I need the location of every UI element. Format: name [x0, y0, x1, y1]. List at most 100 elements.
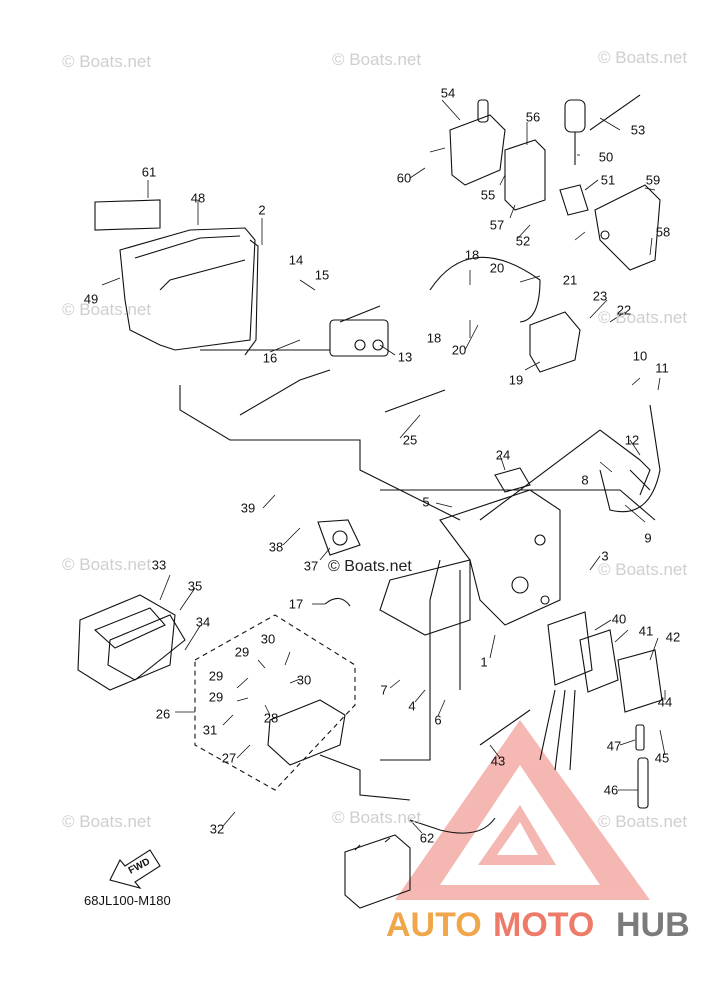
bracket-59 — [594, 184, 661, 271]
brand-text-auto: AUTO — [386, 906, 482, 944]
label-plate-61 — [94, 199, 161, 231]
watermark-text: © Boats.net — [62, 812, 152, 831]
cable-tie-43 — [479, 709, 531, 746]
part-label: 20 — [489, 260, 505, 276]
part-label: 18 — [426, 330, 442, 346]
part-label: 19 — [508, 372, 524, 388]
relay-group-26 — [194, 614, 356, 791]
part-label: 1 — [480, 654, 488, 670]
fwd-arrow-icon — [109, 849, 161, 889]
bracket-1 — [379, 489, 561, 636]
part-label: 43 — [490, 753, 506, 769]
part-label: 33 — [151, 557, 167, 573]
watermark-text: © Boats.net — [332, 50, 422, 69]
part-label: 41 — [638, 623, 654, 639]
lead-12 — [629, 459, 651, 496]
automotohub-logo-icon — [395, 720, 650, 900]
part-label: 20 — [451, 342, 467, 358]
part-label: 26 — [155, 706, 171, 722]
lead-53 — [589, 94, 641, 131]
rectifier-40 — [539, 611, 593, 771]
part-label: 44 — [657, 694, 673, 710]
part-label: 17 — [288, 596, 304, 612]
part-label: 38 — [268, 539, 284, 555]
cover-48 — [119, 227, 259, 356]
part-label: 25 — [402, 432, 418, 448]
part-label: 27 — [221, 750, 237, 766]
relay-box-28 — [267, 699, 346, 766]
clamp-17 — [324, 597, 351, 607]
part-label: 5 — [422, 494, 430, 510]
part-label: 30 — [260, 631, 276, 647]
part-label: 12 — [624, 432, 640, 448]
center-copyright: © Boats.net — [328, 558, 412, 575]
cable-tie-25 — [384, 389, 446, 413]
part-label: 30 — [296, 672, 312, 688]
brand-text-hub: HUB — [616, 906, 690, 944]
part-label: 50 — [598, 149, 614, 165]
part-label: 34 — [195, 614, 211, 630]
part-label: 13 — [397, 349, 413, 365]
leader-lines — [101, 99, 666, 834]
part-label: 21 — [562, 272, 578, 288]
part-label: 35 — [187, 578, 203, 594]
part-label: 32 — [209, 821, 225, 837]
tube-47 — [635, 724, 645, 751]
part-label: 23 — [592, 288, 608, 304]
relay-19 — [529, 311, 581, 373]
ignition-coil-54 — [449, 99, 506, 186]
watermark-text: © Boats.net — [598, 308, 688, 327]
battery-62 — [344, 834, 411, 909]
wire-harness — [179, 256, 656, 834]
spark-plug-cap-50 — [564, 99, 586, 165]
part-label: 14 — [288, 252, 304, 268]
part-label: 49 — [83, 291, 99, 307]
part-label: 54 — [440, 85, 456, 101]
part-label: 48 — [190, 190, 206, 206]
watermark-text: © Boats.net — [62, 555, 152, 574]
part-label: 10 — [632, 348, 648, 364]
cover-42 — [617, 649, 663, 713]
watermark-text: © Boats.net — [332, 808, 422, 827]
part-label: 55 — [480, 187, 496, 203]
watermark-text: © Boats.net — [62, 300, 152, 319]
part-label: 6 — [434, 712, 442, 728]
part-label: 45 — [654, 750, 670, 766]
cdi-unit-33 — [77, 594, 176, 691]
part-label: 18 — [464, 247, 480, 263]
part-label: 61 — [141, 164, 157, 180]
part-label: 4 — [408, 698, 416, 714]
gasket-35 — [107, 614, 186, 681]
part-label: 51 — [600, 172, 616, 188]
plug-cap-51 — [559, 184, 589, 216]
part-label: 37 — [303, 558, 319, 574]
part-label: 40 — [611, 611, 627, 627]
part-label: 16 — [262, 350, 278, 366]
part-label: 22 — [616, 302, 632, 318]
part-label: 15 — [314, 267, 330, 283]
part-label: 52 — [515, 233, 531, 249]
part-label: 11 — [655, 360, 669, 376]
part-label: 62 — [419, 830, 435, 846]
diagram-code: 68JL100-M180 — [84, 893, 171, 908]
part-label: 2 — [258, 202, 266, 218]
part-label: 9 — [644, 530, 652, 546]
part-label: 59 — [645, 172, 661, 188]
part-label: 7 — [380, 682, 388, 698]
part-label: 29 — [208, 689, 224, 705]
part-label: 60 — [396, 170, 412, 186]
part-label: 3 — [601, 548, 609, 564]
part-label: 56 — [525, 109, 541, 125]
watermark-text: © Boats.net — [62, 52, 152, 71]
part-label: 8 — [581, 472, 589, 488]
gasket-41 — [579, 629, 619, 693]
part-label: 47 — [606, 738, 622, 754]
part-label: 31 — [202, 722, 218, 738]
part-label: 28 — [263, 710, 279, 726]
brand-text-moto: MOTO — [493, 906, 595, 944]
grommet-37 — [317, 519, 361, 556]
watermark-text: © Boats.net — [598, 48, 688, 67]
part-label: 57 — [489, 217, 505, 233]
coil-cover-56 — [504, 139, 546, 211]
terminal-block-13 — [329, 305, 389, 357]
